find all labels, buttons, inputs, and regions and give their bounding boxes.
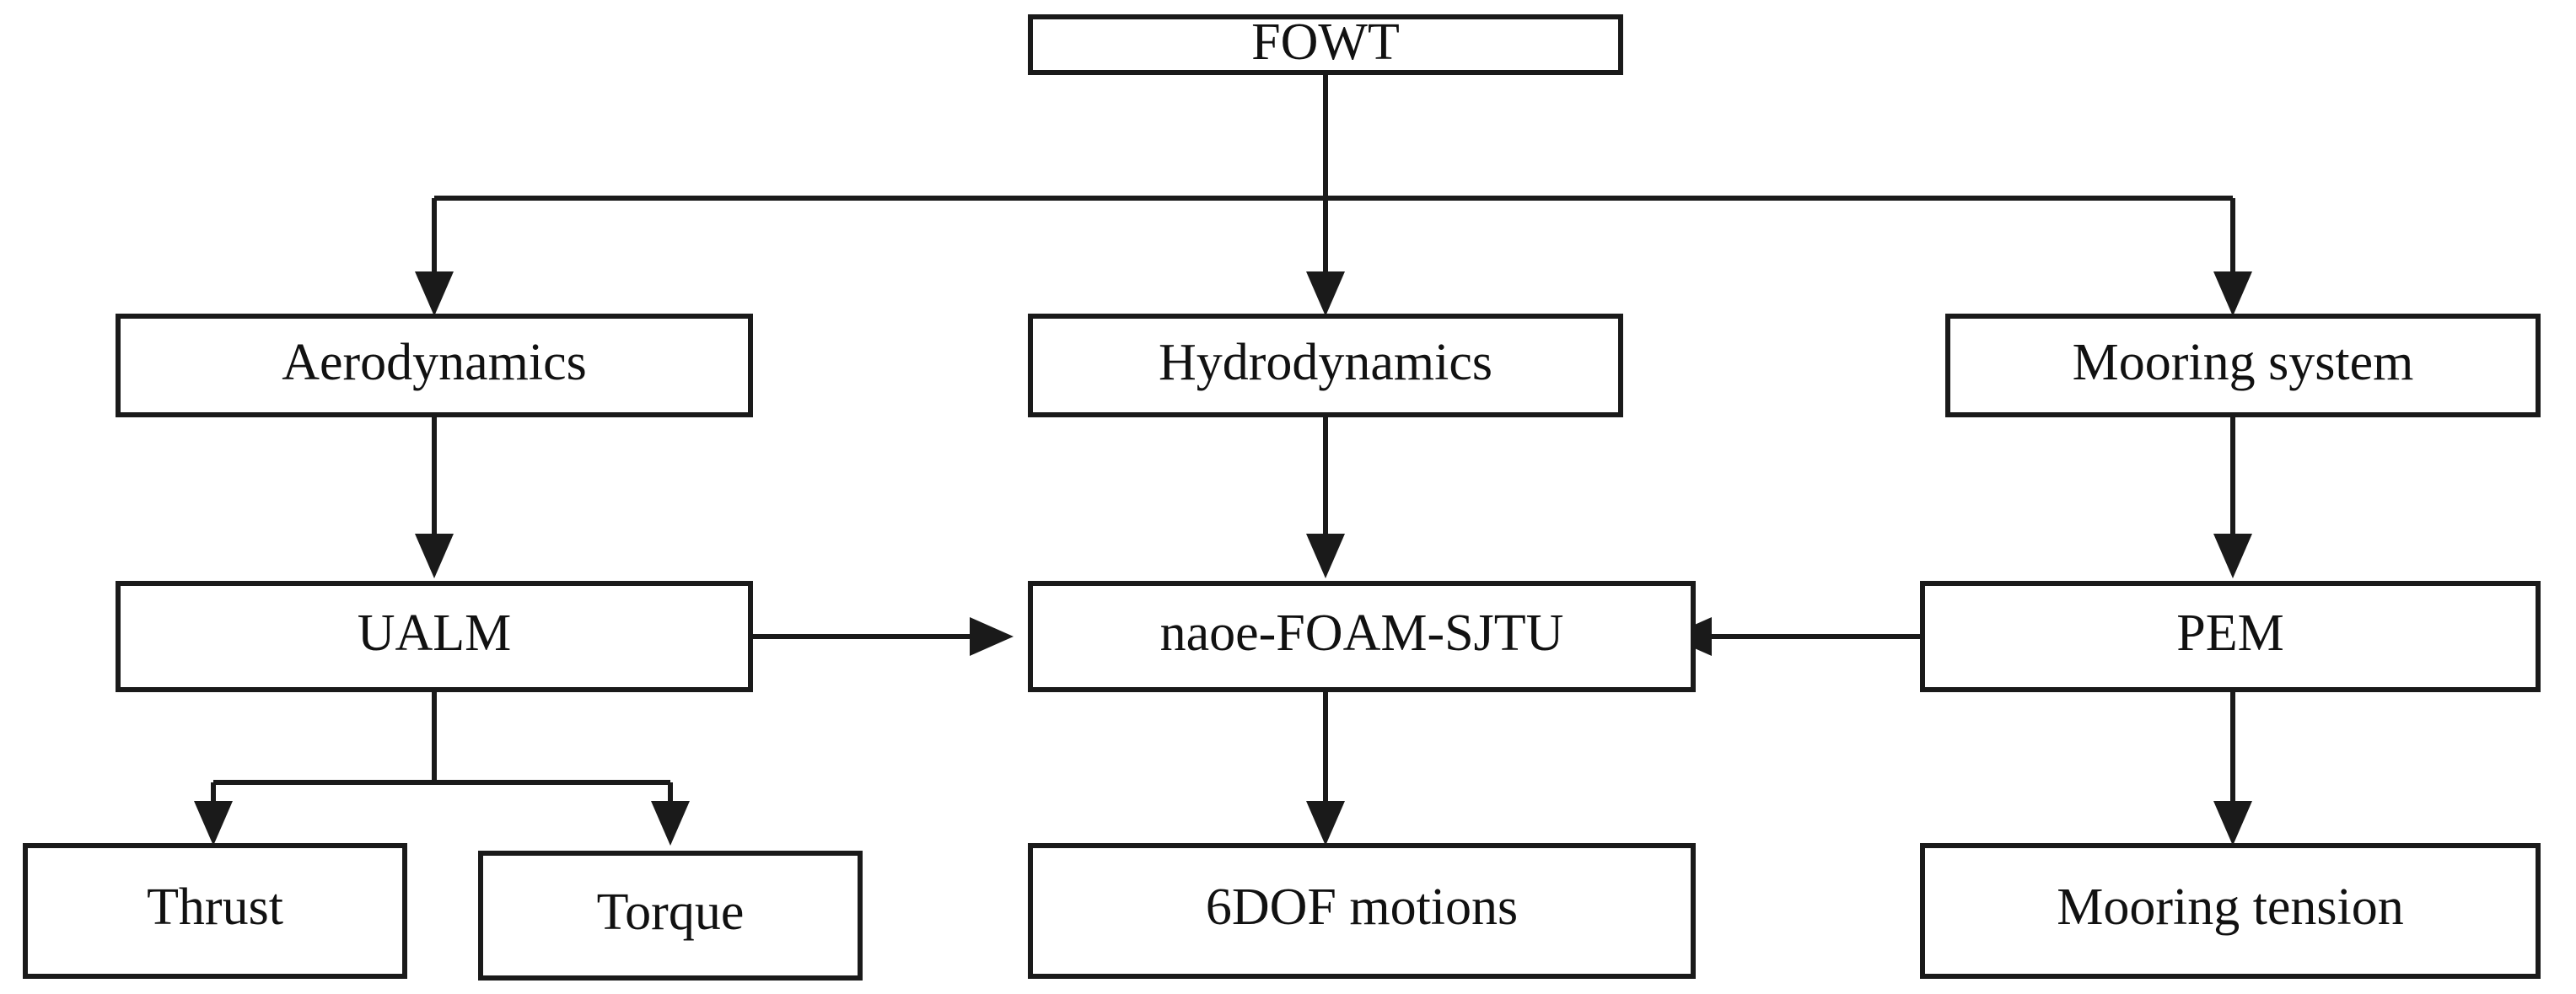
arrowhead-mooring-system-pem [2213, 534, 2252, 578]
node-mooring-tension-label: Mooring tension [2057, 878, 2404, 936]
node-hydrodynamics-box[interactable] [1028, 314, 1623, 417]
node-fowt[interactable]: FOWT [1028, 13, 1623, 75]
edge-group [194, 73, 2252, 846]
node-mooring-system-box[interactable] [1945, 314, 2541, 417]
arrowhead-naoefoam-sixdof [1306, 801, 1345, 846]
arrowhead-pem-mooring-tension [2213, 801, 2252, 846]
node-sixdof-motions[interactable]: 6DOF motions [1028, 843, 1696, 979]
node-aerodynamics-label: Aerodynamics [282, 334, 587, 391]
node-naoefoam[interactable]: naoe-FOAM-SJTU [1028, 581, 1696, 692]
node-aerodynamics-box[interactable] [116, 314, 753, 417]
node-hydrodynamics-label: Hydrodynamics [1159, 334, 1492, 391]
node-torque[interactable]: Torque [478, 851, 863, 981]
node-torque-box[interactable] [478, 851, 863, 981]
node-aerodynamics[interactable]: Aerodynamics [116, 314, 753, 417]
node-thrust-box[interactable] [23, 843, 407, 979]
node-mooring-tension[interactable]: Mooring tension [1920, 843, 2541, 979]
node-naoefoam-label: naoe-FOAM-SJTU [1160, 604, 1564, 662]
node-mooring-tension-box[interactable] [1920, 843, 2541, 979]
node-ualm-box[interactable] [116, 581, 753, 692]
node-naoefoam-box[interactable] [1028, 581, 1696, 692]
arrowhead-ualm-naoefoam [970, 617, 1014, 656]
node-pem-box[interactable] [1920, 581, 2541, 692]
node-ualm-label: UALM [358, 604, 512, 662]
node-mooring-system-label: Mooring system [2073, 334, 2414, 391]
node-ualm[interactable]: UALM [116, 581, 753, 692]
node-sixdof-motions-box[interactable] [1028, 843, 1696, 979]
node-fowt-label: FOWT [1251, 13, 1400, 71]
arrowhead-ualm-thrust [194, 801, 233, 846]
node-pem-label: PEM [2176, 604, 2283, 662]
arrowhead-fowt-hydrodynamics [1306, 271, 1345, 316]
arrowhead-aerodynamics-ualm [415, 534, 454, 578]
node-mooring-system[interactable]: Mooring system [1945, 314, 2541, 417]
node-fowt-box[interactable] [1028, 14, 1623, 75]
node-thrust-label: Thrust [147, 878, 283, 936]
arrowhead-fowt-aerodynamics [415, 271, 454, 316]
arrowhead-hydrodynamics-naoefoam [1306, 534, 1345, 578]
node-sixdof-motions-label: 6DOF motions [1206, 878, 1518, 936]
arrowhead-ualm-torque [651, 801, 690, 846]
node-pem[interactable]: PEM [1920, 581, 2541, 692]
node-thrust[interactable]: Thrust [23, 843, 407, 979]
node-torque-label: Torque [597, 884, 745, 941]
node-hydrodynamics[interactable]: Hydrodynamics [1028, 314, 1623, 417]
arrowhead-fowt-mooring-system [2213, 271, 2252, 316]
